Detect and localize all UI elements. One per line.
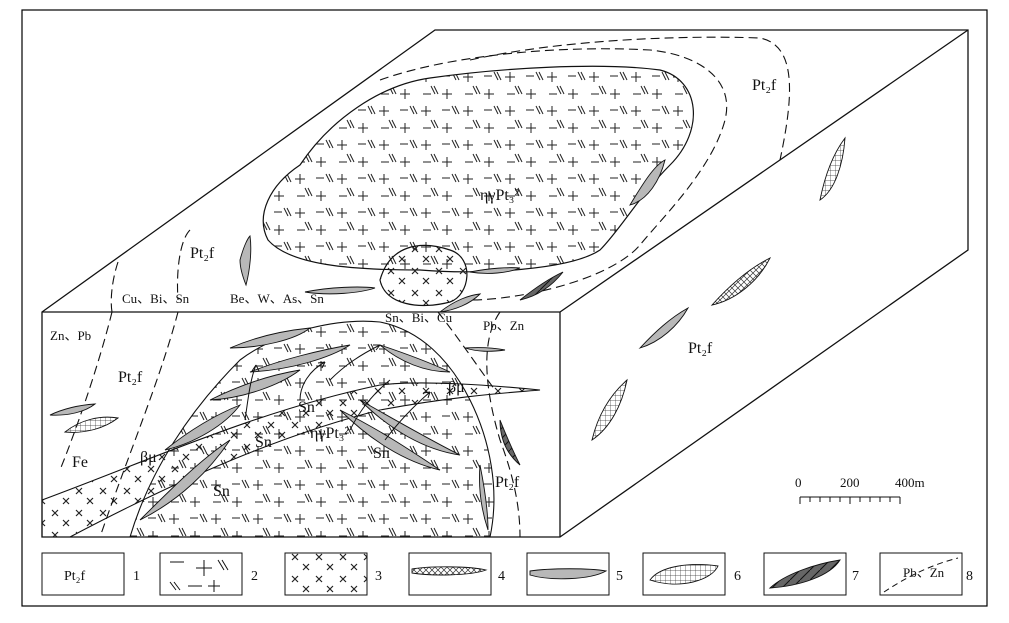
label-sn-1: Sn [298,399,315,416]
front-contact-lines [59,311,521,538]
granite-intrusion-top [262,65,694,273]
legend-number-1: 1 [133,569,140,584]
label-sn-4: Sn [373,445,390,462]
label-zone-zn-pb: Zn、Pb [50,328,91,343]
legend-item-5: 5 [526,552,623,596]
label-zone-cu-bi-sn: Cu、Bi、Sn [122,291,190,306]
scale-bar: 0 200 400m [795,475,925,504]
legend-number-6: 6 [734,569,741,584]
label-sn-3: Sn [213,483,230,500]
legend: Pt₂f 1 2 3 4 5 6 [41,552,973,596]
label-zone-pb-zn-top: Pb、Zn [483,318,525,333]
legend-number-8: 8 [966,569,973,584]
scale-tick-0: 0 [795,475,802,490]
right-face-lenses [591,136,846,442]
scale-tick-200: 200 [840,475,860,490]
legend-number-2: 2 [251,569,258,584]
label-fe: Fe [72,454,88,471]
legend-symbol-text-8: Pb、Zn [903,565,945,580]
legend-symbol-text-1: Pt₂f [64,569,86,584]
legend-item-3: 3 [284,552,382,596]
outer-frame [21,9,988,607]
legend-number-5: 5 [616,569,623,584]
labels: Pt₂f Pt₂f Pt₂f Pt₂f Pt₂f ηγPt₃² ηγPt₃² C… [50,77,777,500]
label-granite-top: ηγPt₃² [480,187,519,204]
front-veins [49,327,521,531]
label-beta-mu-left: βμ [140,449,157,466]
scale-tick-400: 400m [895,475,925,490]
label-pt2f-left: Pt₂f [190,245,215,262]
label-zone-be-w-as-sn: Be、W、As、Sn [230,291,324,306]
legend-item-7: 7 [763,552,859,596]
legend-item-6: 6 [642,552,741,596]
legend-item-4: 4 [408,552,505,596]
label-zone-sn-bi-cu: Sn、Bi、Cu [385,310,453,325]
label-pt2f-top: Pt₂f [752,77,777,94]
label-granite-front: ηγPt₃² [310,425,349,442]
label-sn-2: Sn [255,434,272,451]
legend-item-2: 2 [159,552,258,596]
legend-number-7: 7 [852,569,859,584]
ore-flow-arrows [244,344,431,441]
legend-number-4: 4 [498,569,505,584]
legend-item-8: Pb、Zn 8 [879,552,973,596]
label-beta-mu-right: βμ [448,379,465,396]
legend-number-3: 3 [375,569,382,584]
legend-item-1: Pt₂f 1 [41,552,140,596]
label-pt2f-front-left: Pt₂f [118,369,143,386]
label-pt2f-front-right: Pt₂f [495,474,520,491]
top-contact-lines [110,36,791,313]
basic-dike-top [379,244,468,307]
label-pt2f-main: Pt₂f [688,340,713,357]
top-veins [239,159,666,313]
